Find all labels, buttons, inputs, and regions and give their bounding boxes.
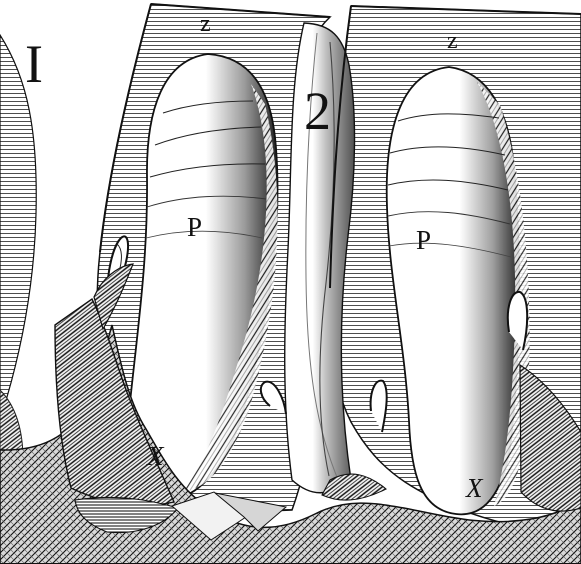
engraved-illustration: [0, 0, 581, 564]
engraving-plate: I 2 z z P P X X: [0, 0, 581, 564]
